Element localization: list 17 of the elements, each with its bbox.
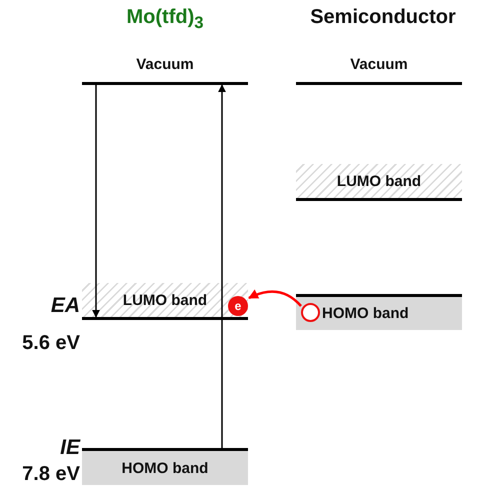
column-title: Semiconductor — [310, 6, 456, 28]
axis-label: IE — [60, 436, 80, 459]
energy-level: Vacuum — [296, 56, 462, 85]
arrow — [92, 85, 100, 318]
energy-value: 7.8 eV — [22, 463, 80, 485]
energy-band: HOMO band — [82, 448, 248, 485]
arrow — [218, 84, 226, 448]
energy-level: Vacuum — [82, 56, 248, 85]
arrow — [248, 290, 302, 307]
energy-band: HOMO band — [296, 294, 462, 330]
hole-circle — [301, 303, 320, 322]
energy-value: 5.6 eV — [22, 332, 80, 354]
energy-band: LUMO band e — [82, 283, 248, 320]
electron-circle: e — [228, 296, 248, 316]
energy-band: LUMO band — [296, 164, 462, 201]
axis-label: EA — [50, 294, 80, 317]
column-title: Mo(tfd)$_{3}$ — [126, 6, 204, 28]
